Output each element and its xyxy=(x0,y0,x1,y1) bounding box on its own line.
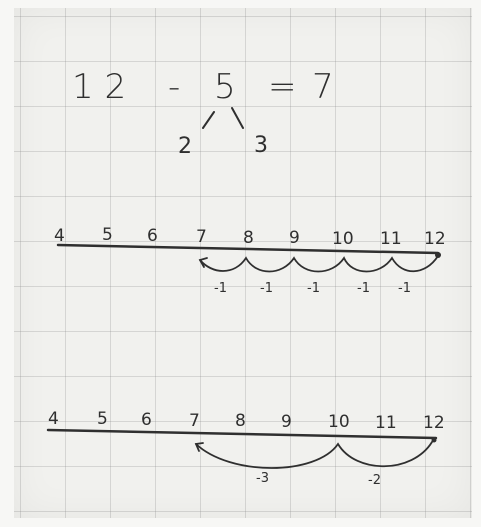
line1-tick: 5 xyxy=(102,225,113,245)
line2-jump-label: -3 xyxy=(256,471,269,486)
equation: 1 2 - 5 = 7 2 3 xyxy=(72,67,334,159)
line2-tick: 7 xyxy=(189,411,200,431)
line1-jump-label: -1 xyxy=(357,281,370,296)
number-line-1-axis xyxy=(56,243,440,255)
line1-jump-label: -1 xyxy=(214,281,227,296)
split-stroke-right xyxy=(231,107,244,129)
number-line-1-start-dot xyxy=(435,252,441,258)
line1-tick: 4 xyxy=(54,226,65,246)
line2-tick: 4 xyxy=(48,409,59,429)
line2-arrowhead xyxy=(194,442,204,452)
line1-jump-label: -1 xyxy=(260,281,273,296)
equation-minus: - xyxy=(168,67,180,107)
number-line-1: 4 5 6 7 8 9 10 11 12 -1 -1 -1 -1 -1 xyxy=(54,225,446,296)
equation-result: 7 xyxy=(312,67,334,107)
split-stroke-left xyxy=(202,111,215,129)
line2-jump-arcs xyxy=(195,441,433,469)
line1-tick: 10 xyxy=(332,229,354,249)
line2-tick: 12 xyxy=(423,413,445,433)
equation-second-number: 5 xyxy=(214,67,236,107)
equation-first-number: 1 2 xyxy=(72,67,126,107)
split-right-number: 3 xyxy=(254,133,268,158)
equation-equals: = xyxy=(268,67,297,107)
line1-tick: 8 xyxy=(243,228,254,248)
split-left-number: 2 xyxy=(178,134,192,159)
line2-tick: 11 xyxy=(375,413,397,433)
line1-jump-label: -1 xyxy=(307,281,320,296)
line2-jump-label: -2 xyxy=(368,473,381,488)
line1-tick: 12 xyxy=(424,229,446,249)
line1-tick: 6 xyxy=(147,226,158,246)
line2-tick: 5 xyxy=(97,409,108,429)
line2-tick: 8 xyxy=(235,411,246,431)
line1-tick: 7 xyxy=(196,227,207,247)
line1-jump-arcs xyxy=(199,255,439,273)
line1-arrowhead xyxy=(198,257,208,268)
line1-tick: 9 xyxy=(289,228,300,248)
line1-tick: 11 xyxy=(380,229,402,249)
line1-jump-label: -1 xyxy=(398,281,411,296)
line2-tick: 10 xyxy=(328,412,350,432)
number-line-2: 4 5 6 7 8 9 10 11 12 -3 -2 xyxy=(46,409,445,488)
number-line-2-axis xyxy=(46,428,438,440)
line2-tick: 6 xyxy=(141,410,152,430)
number-line-2-start-dot xyxy=(431,437,437,443)
line2-tick: 9 xyxy=(281,412,292,432)
